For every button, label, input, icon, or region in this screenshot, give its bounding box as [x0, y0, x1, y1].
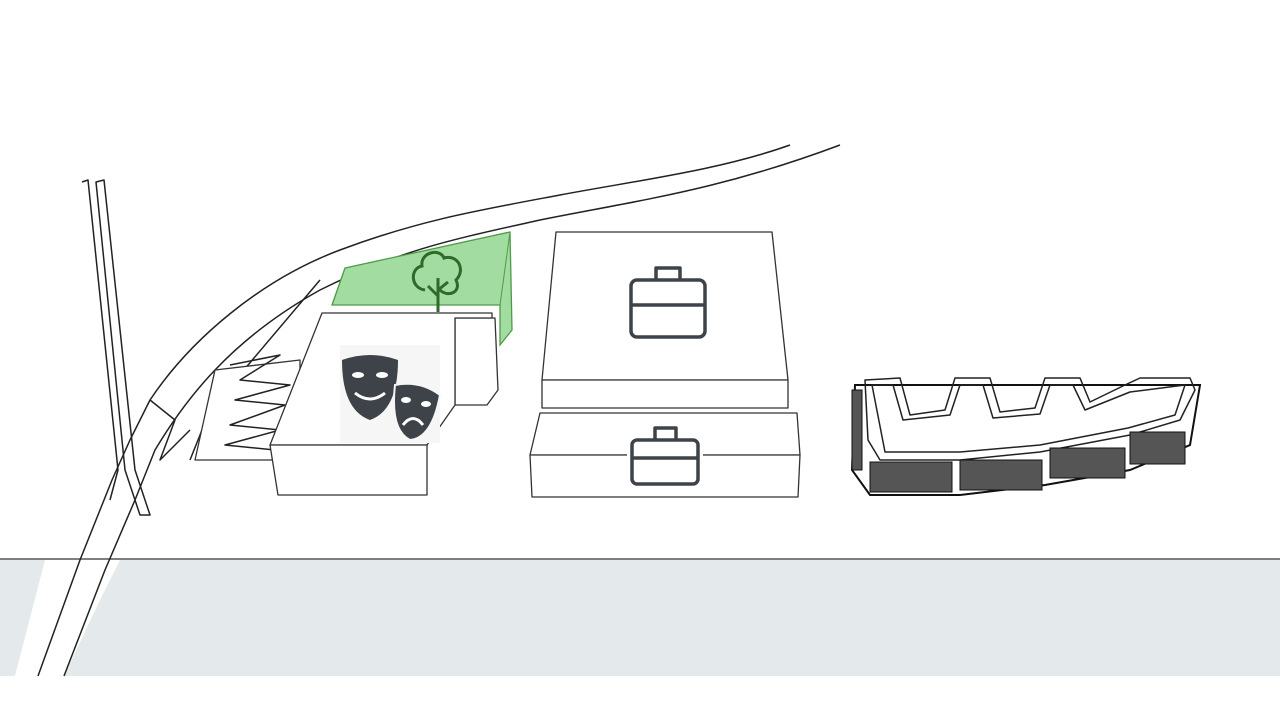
office-building-upper	[541, 231, 789, 409]
briefcase-icon	[629, 266, 707, 339]
park-building	[331, 231, 513, 347]
tree-icon	[411, 250, 462, 312]
theater-building	[269, 312, 499, 496]
facade-grilles	[851, 389, 1186, 493]
water-area	[0, 560, 1280, 676]
briefcase-icon	[630, 426, 700, 486]
stadium-building	[850, 377, 1202, 496]
office-building-lower	[529, 412, 801, 498]
roads	[37, 144, 841, 677]
theater-masks-icon	[342, 355, 442, 442]
